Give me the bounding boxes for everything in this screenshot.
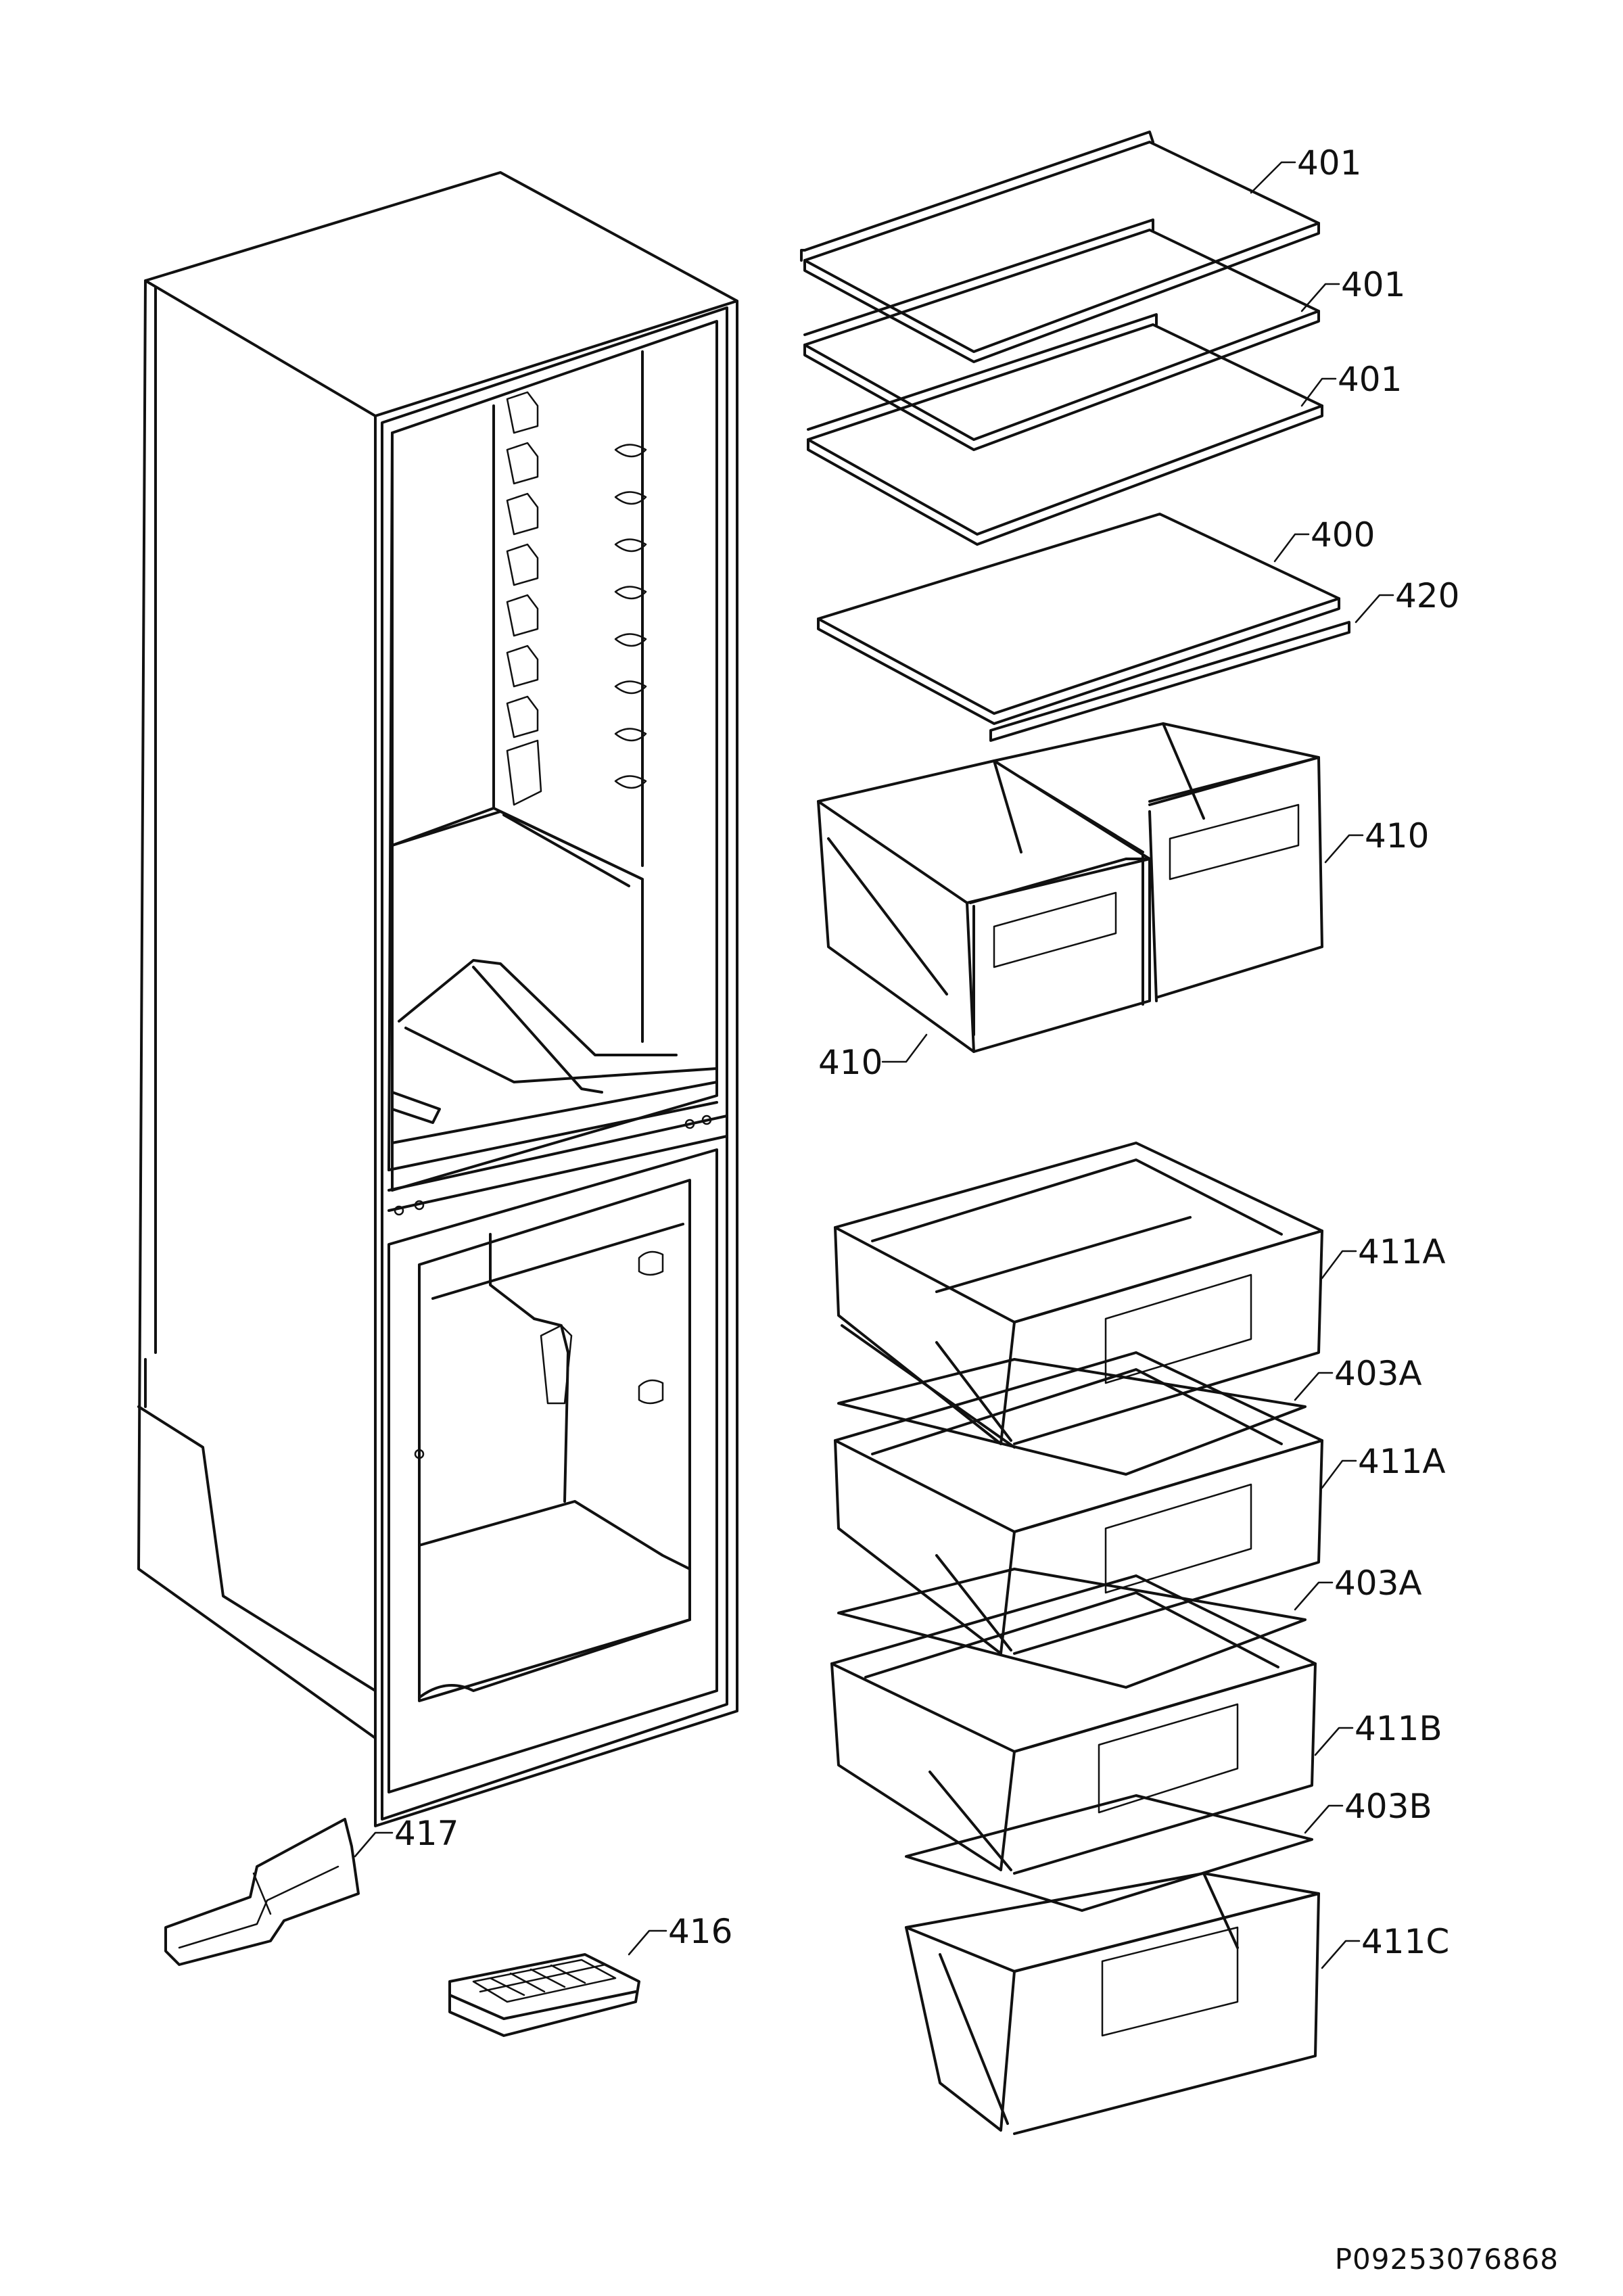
drawing-reference-number: P09253076868 <box>1335 2243 1559 2276</box>
label-411C: 411C <box>1361 1922 1449 1961</box>
shelf-401-middle <box>803 218 1320 451</box>
fridge-cabinet <box>137 171 738 1827</box>
leader-lines <box>354 161 1394 1969</box>
crisper-drawer-410-left <box>817 759 1151 1053</box>
shelf-support-back <box>614 444 647 789</box>
label-400: 400 <box>1311 515 1375 555</box>
label-411B: 411B <box>1355 1709 1442 1748</box>
shelf-401-top <box>800 131 1320 363</box>
freezer-drawer-411C <box>905 1872 1320 2135</box>
drawer-plate-403A-2 <box>837 1568 1307 1689</box>
ice-tray-416 <box>448 1953 640 2037</box>
label-403B: 403B <box>1344 1787 1432 1826</box>
label-416: 416 <box>668 1912 732 1951</box>
label-410-left: 410 <box>818 1043 883 1082</box>
shelf-401-bottom <box>807 313 1323 546</box>
crisper-drawer-410-right <box>993 722 1323 1002</box>
shelf-support-rail <box>506 391 542 806</box>
label-403A-1: 403A <box>1334 1354 1422 1393</box>
label-411A-2: 411A <box>1358 1442 1446 1481</box>
freezer-drawer-411B <box>830 1574 1317 1875</box>
label-420: 420 <box>1395 576 1459 615</box>
ice-scoop-417 <box>164 1818 360 1966</box>
label-410-right: 410 <box>1365 816 1429 856</box>
glass-shelf-400 <box>817 513 1340 725</box>
drawer-plate-403A-1 <box>837 1358 1307 1476</box>
label-403A-2: 403A <box>1334 1564 1422 1603</box>
label-417: 417 <box>394 1814 458 1853</box>
label-401-bottom: 401 <box>1338 360 1402 399</box>
drawer-plate-403B <box>905 1794 1313 1912</box>
freezer-drawer-411A-1 <box>834 1142 1323 1449</box>
trim-strip-420 <box>989 621 1350 742</box>
label-401-middle: 401 <box>1341 265 1405 304</box>
label-401-top: 401 <box>1297 143 1361 183</box>
label-411A-1: 411A <box>1358 1232 1446 1271</box>
